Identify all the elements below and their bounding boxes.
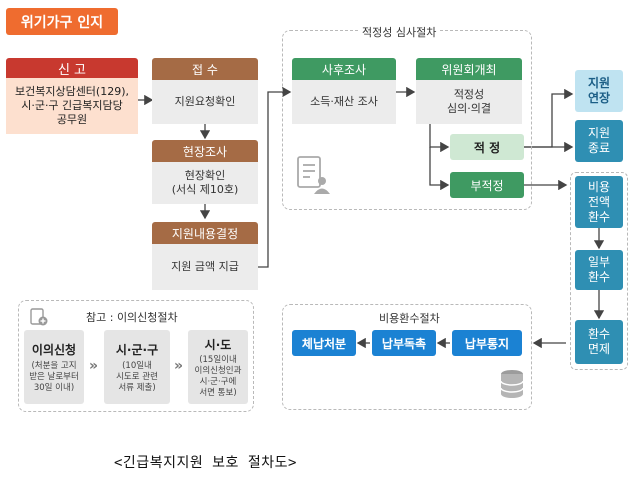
city-county-step-box: 시·군·구 (10일내 시도로 관련 서류 제출) xyxy=(104,330,170,404)
extension-line: 지원 xyxy=(587,76,611,90)
support-termination-box: 지원 종료 xyxy=(575,120,623,162)
arrears-disposition-box: 체납처분 xyxy=(292,330,356,356)
post-survey-header: 사후조사 xyxy=(292,58,396,80)
city-county-step-desc: (10일내 xyxy=(122,360,152,371)
refund-process-section xyxy=(282,304,532,410)
review-section-title: 적정성 심사절차 xyxy=(358,24,441,40)
database-icon xyxy=(498,368,526,400)
support-extension-box: 지원 연장 xyxy=(575,70,623,112)
province-step-title: 시·도 xyxy=(204,337,232,352)
exempt-line: 면제 xyxy=(587,342,611,356)
province-step-desc: 이의신청인과 xyxy=(194,365,242,376)
appropriate-box: 적 정 xyxy=(450,134,524,160)
report-line: 보건복지상담센터(129), xyxy=(14,85,130,98)
payment-notice-box: 납부통지 xyxy=(452,330,522,356)
city-county-step-desc: 시도로 관련 xyxy=(116,371,158,382)
province-step-desc: (15일이내 xyxy=(199,354,237,365)
objection-step-desc: (처분을 고지 xyxy=(31,360,77,371)
crisis-household-title: 위기가구 인지 xyxy=(6,8,118,35)
intake-body: 지원요청확인 xyxy=(152,80,258,124)
refund-line: 환수 xyxy=(587,209,611,224)
partial-line: 일부 xyxy=(587,255,611,269)
objection-step-desc: 30일 이내) xyxy=(33,382,75,393)
decision-body: 지원 금액 지급 xyxy=(152,244,258,290)
inappropriate-box: 부적정 xyxy=(450,172,524,198)
document-person-icon xyxy=(296,155,332,195)
province-step-desc: 서면 통보) xyxy=(199,387,237,398)
field-survey-line: (서식 제10호) xyxy=(171,183,239,196)
field-survey-line: 현장확인 xyxy=(184,169,226,182)
partial-line: 환수 xyxy=(587,270,611,284)
refund-line: 비용 xyxy=(587,179,611,194)
committee-header: 위원회개최 xyxy=(416,58,522,80)
reference-section xyxy=(18,300,254,412)
exempt-line: 환수 xyxy=(587,327,611,341)
committee-body: 적정성 심의·의결 xyxy=(416,80,522,124)
post-survey-body: 소득·재산 조사 xyxy=(292,80,396,124)
field-survey-header: 현장조사 xyxy=(152,140,258,162)
refund-line: 전액 xyxy=(587,194,611,209)
termination-line: 종료 xyxy=(587,141,611,155)
add-document-icon xyxy=(30,308,48,326)
refund-process-title: 비용환수절차 xyxy=(375,310,444,326)
city-county-step-title: 시·군·구 xyxy=(115,342,159,357)
outcome-column xyxy=(570,172,628,370)
payment-reminder-box: 납부독촉 xyxy=(372,330,436,356)
report-line: 공무원 xyxy=(56,113,88,126)
partial-refund-box: 일부 환수 xyxy=(575,250,623,290)
figure-caption: <긴급복지지원 보호 절차도> xyxy=(114,455,297,471)
committee-line: 심의·의결 xyxy=(447,102,491,115)
decision-header: 지원내용결정 xyxy=(152,222,258,244)
province-step-box: 시·도 (15일이내 이의신청인과 시·군·구에 서면 통보) xyxy=(188,330,248,404)
committee-line: 적정성 xyxy=(453,88,485,101)
objection-step-title: 이의신청 xyxy=(31,342,77,357)
refund-exempt-box: 환수 면제 xyxy=(575,320,623,364)
double-chevron-icon: » xyxy=(174,358,184,374)
full-refund-box: 비용 전액 환수 xyxy=(575,176,623,228)
objection-step-box: 이의신청 (처분을 고지 받은 날로부터 30일 이내) xyxy=(24,330,84,404)
field-survey-body: 현장확인 (서식 제10호) xyxy=(152,162,258,204)
reference-section-title: 참고 : 이의신청절차 xyxy=(86,311,178,324)
double-chevron-icon: » xyxy=(89,358,99,374)
report-header: 신 고 xyxy=(6,58,138,78)
city-county-step-desc: 서류 제출) xyxy=(118,382,156,393)
intake-header: 접 수 xyxy=(152,58,258,80)
extension-line: 연장 xyxy=(587,91,611,105)
province-step-desc: 시·군·구에 xyxy=(199,376,237,387)
report-body: 보건복지상담센터(129), 시·군·구 긴급복지담당 공무원 xyxy=(6,78,138,134)
objection-step-desc: 받은 날로부터 xyxy=(29,371,79,382)
report-line: 시·군·구 긴급복지담당 xyxy=(21,99,123,112)
termination-line: 지원 xyxy=(587,126,611,140)
